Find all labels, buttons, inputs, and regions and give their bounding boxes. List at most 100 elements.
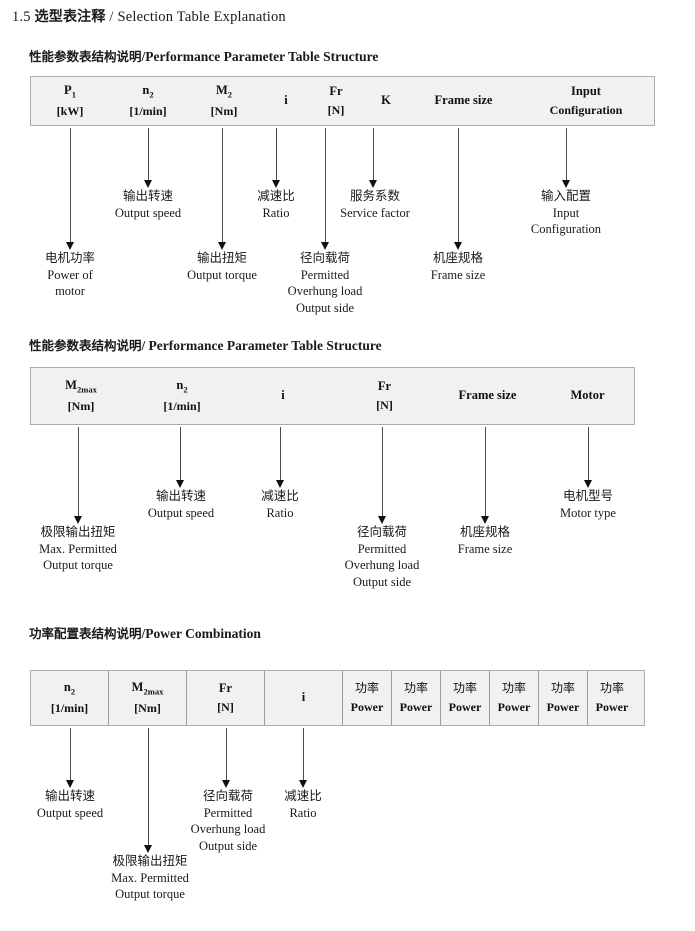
connector-line-frame-size-2 [485, 427, 486, 518]
annotation-service-factor: 服务系数 Service factor [340, 188, 410, 221]
annotation-cn: 减速比 [257, 188, 295, 203]
connector-line-i-2 [280, 427, 281, 482]
annotation-cn: 服务系数 [349, 188, 401, 203]
annotation-cn: 机座规格 [432, 250, 483, 265]
header-symbol: Input [571, 84, 601, 99]
section-heading-2-sep: / [141, 338, 146, 353]
header-unit: Power [350, 700, 384, 714]
header-symbol: n2 [63, 680, 76, 697]
annotation-cn: 电机型号 [562, 488, 613, 503]
arrowhead-frame-size [453, 242, 462, 250]
header-unit: [1/min] [129, 104, 167, 119]
table-header-cell: Frame size [411, 77, 516, 125]
header-symbol: Frame size [458, 388, 517, 403]
section-heading-2: 性能参数表结构说明/ Performance Parameter Table S… [29, 335, 382, 354]
arrowhead-n2-2 [175, 480, 184, 488]
annotation-cn: 极限输出扭矩 [112, 853, 188, 868]
arrowhead-n2 [143, 180, 152, 188]
annotation-output-speed: 输出转速 Output speed [115, 188, 181, 221]
annotation-en-line: Frame size [430, 267, 486, 282]
arrowhead-i [271, 180, 280, 188]
annotation-cn: 减速比 [284, 788, 322, 803]
annotation-cn: 输出转速 [155, 488, 206, 503]
annotation-output-speed-3: 输出转速 Output speed [37, 788, 103, 821]
annotation-en-line: Max. Permitted [111, 870, 189, 885]
annotation-en-line: motor [55, 284, 85, 298]
arrowhead-m2 [217, 242, 226, 250]
header-symbol: i [301, 690, 306, 705]
header-symbol: i [284, 93, 288, 108]
header-unit: Configuration [549, 103, 623, 118]
annotation-cn: 径向载荷 [356, 524, 408, 539]
connector-line-m2max-3 [148, 728, 149, 847]
header-unit: Power [399, 700, 433, 714]
annotation-en-line: Ratio [289, 805, 317, 820]
annotation-ratio-2: 减速比 Ratio [261, 488, 299, 521]
table-header-cell: Motor [539, 368, 636, 424]
header-symbol: 功率 [599, 681, 624, 696]
connector-line-n2-3 [70, 728, 71, 782]
annotation-en-line: Permitted [357, 541, 407, 556]
table-header-cell: M2[Nm] [187, 77, 261, 125]
section-heading-3-sep: / [141, 626, 146, 641]
annotation-overhung-load-2: 径向载荷 Permitted Overhung load Output side [345, 524, 420, 590]
section-heading-1-sep: / [141, 49, 146, 64]
connector-line-i [276, 128, 277, 182]
header-symbol: 功率 [452, 681, 477, 696]
section-heading-1: 性能参数表结构说明/Performance Parameter Table St… [29, 46, 378, 65]
annotation-en-line: Output torque [187, 267, 257, 282]
annotation-en-line: Output speed [147, 505, 215, 520]
page-title-separator: / [109, 9, 114, 25]
annotation-en-line: Output side [353, 574, 411, 589]
arrowhead-fr-3 [221, 780, 230, 788]
annotation-overhung-load-3: 径向载荷 Permitted Overhung load Output side [191, 788, 266, 854]
connector-line-frame-size [458, 128, 459, 244]
header-symbol: 功率 [354, 681, 379, 696]
header-symbol: M2max [131, 680, 164, 697]
connector-line-k [373, 128, 374, 182]
header-symbol: 功率 [550, 681, 575, 696]
section-heading-2-en: Performance Parameter Table Structure [148, 338, 382, 353]
arrowhead-i-2 [275, 480, 284, 488]
annotation-en-line: Output torque [43, 558, 113, 572]
header-unit: [Nm] [67, 399, 95, 414]
annotation-cn: 输出扭矩 [196, 250, 248, 265]
section-heading-2-cn: 性能参数表结构说明 [29, 338, 142, 353]
header-unit: [1/min] [163, 399, 201, 414]
header-symbol: i [281, 388, 285, 403]
page-title-cn: 选型表注释 [34, 9, 106, 25]
connector-line-n2-2 [180, 427, 181, 482]
section-heading-1-cn: 性能参数表结构说明 [29, 49, 142, 64]
header-symbol: P1 [64, 83, 76, 100]
header-unit: Power [448, 700, 482, 714]
header-symbol: Motor [570, 388, 605, 403]
connector-line-n2 [148, 128, 149, 182]
header-symbol: 功率 [501, 681, 526, 696]
annotation-en-line: Service factor [340, 205, 410, 220]
header-unit: [1/min] [50, 701, 89, 716]
annotation-ratio-3: 减速比 Ratio [284, 788, 322, 821]
connector-line-fr-3 [226, 728, 227, 782]
annotation-en-line: Permitted [203, 805, 253, 820]
section-number: 1.5 [12, 9, 31, 25]
table-header-cell: Fr[N] [333, 368, 436, 424]
annotation-en-line: Ratio [266, 505, 294, 520]
connector-line-fr-2 [382, 427, 383, 518]
arrowhead-i-3 [298, 780, 307, 788]
annotation-en-line: Overhung load [190, 822, 266, 836]
annotation-cn: 径向载荷 [202, 788, 254, 803]
table-header-cell: i [261, 77, 311, 125]
annotation-en-line: Configuration [530, 222, 602, 236]
annotation-cn: 极限输出扭矩 [40, 524, 116, 539]
section-heading-1-en: Performance Parameter Table Structure [145, 49, 379, 64]
table-header-cell: M2max[Nm] [109, 671, 187, 725]
annotation-en-line: Overhung load [287, 284, 363, 298]
annotation-overhung-load: 径向载荷 Permitted Overhung load Output side [288, 250, 363, 316]
section-heading-3: 功率配置表结构说明/Power Combination [29, 623, 261, 642]
table-header-cell: n2[1/min] [109, 77, 187, 125]
table-header-cell: n2 [1/min] [31, 671, 109, 725]
header-symbol: n2 [176, 378, 188, 395]
